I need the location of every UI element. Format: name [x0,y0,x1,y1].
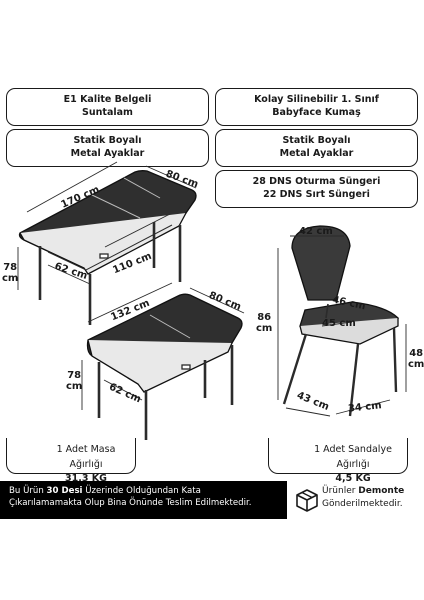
dim-chair-seat-width: 45 cm [322,318,356,329]
dim-height-value: 86 [257,312,272,323]
feature-line: 28 DNS Oturma Süngeri [252,176,381,188]
table-weight-box: 1 Adet Masa Ağırlığı 31,3 KG [6,438,136,484]
feature-box-foam: 28 DNS Oturma Süngeri 22 DNS Sırt Sünger… [215,170,418,208]
feature-line: E1 Kalite Belgeli [63,94,152,106]
dim-chair-height: 86 cm [256,312,272,334]
dim-table-closed-height: 78 cm [66,370,82,392]
feature-box-metal-legs-chair: Statik Boyalı Metal Ayaklar [215,129,418,167]
chair-weight-value: 4,5 KG [335,473,371,485]
feature-line: Metal Ayaklar [279,148,354,159]
delivery-highlight: Demonte [358,486,405,496]
feature-line: Statik Boyalı [73,135,142,147]
feature-line: Metal Ayaklar [70,148,145,159]
notice-text: Bu Ürün [9,486,47,496]
feature-box-fabric: Kolay Silinebilir 1. Sınıf Babyface Kuma… [215,88,418,126]
dim-height-value: 48 [409,348,424,359]
delivery-text: Ürünler [322,486,359,496]
dim-height-unit: cm [408,359,424,370]
dim-height-value: 78 [3,262,18,273]
delivery-notice-line: Bu Ürün 30 Desi Üzerinde Olduğundan Kata [9,485,287,497]
product-illustration: KG KG [17,161,407,440]
dim-chair-seat-height: 48 cm [408,348,424,370]
chair-drawing [277,225,407,417]
extended-table-drawing [17,161,197,325]
feature-line: Kolay Silinebilir 1. Sınıf [254,94,379,106]
dim-height-unit: cm [66,381,83,392]
delivery-note-line: Ürünler Demonte [322,485,404,498]
dim-chair-back-width: 42 cm [299,226,333,237]
notice-highlight: 30 Desi [46,486,83,496]
box-package-icon [296,489,318,512]
dim-height-unit: cm [2,273,19,284]
feature-line: Statik Boyalı [282,135,351,147]
delivery-note-line: Gönderilmektedir. [322,499,403,510]
table-weight-value: 31,3 KG [65,473,107,485]
feature-line: 22 DNS Sırt Süngeri [263,189,370,200]
feature-line: Babyface Kumaş [272,107,361,118]
dim-table-extended-height: 78 cm [2,262,18,284]
delivery-notice-banner: Bu Ürün 30 Desi Üzerinde Olduğundan Kata… [0,481,287,519]
chair-weight-box: 1 Adet Sandalye Ağırlığı 4,5 KG [268,438,408,484]
dim-height-unit: cm [256,323,273,334]
feature-box-metal-legs-table: Statik Boyalı Metal Ayaklar [6,129,209,167]
feature-line: Suntalam [82,107,133,118]
dim-height-value: 78 [67,370,82,381]
demonte-delivery-note: Ürünler Demonte Gönderilmektedir. [290,481,424,519]
chair-weight-label: 1 Adet Sandalye Ağırlığı [314,444,392,470]
notice-text: Üzerinde Olduğundan Kata [82,486,201,496]
delivery-notice-line: Çıkarılamamakta Olup Bina Önünde Teslim … [9,498,252,509]
table-weight-label: 1 Adet Masa Ağırlığı [56,444,116,470]
closed-table-drawing [81,282,245,440]
feature-box-suntalam: E1 Kalite Belgeli Suntalam [6,88,209,126]
